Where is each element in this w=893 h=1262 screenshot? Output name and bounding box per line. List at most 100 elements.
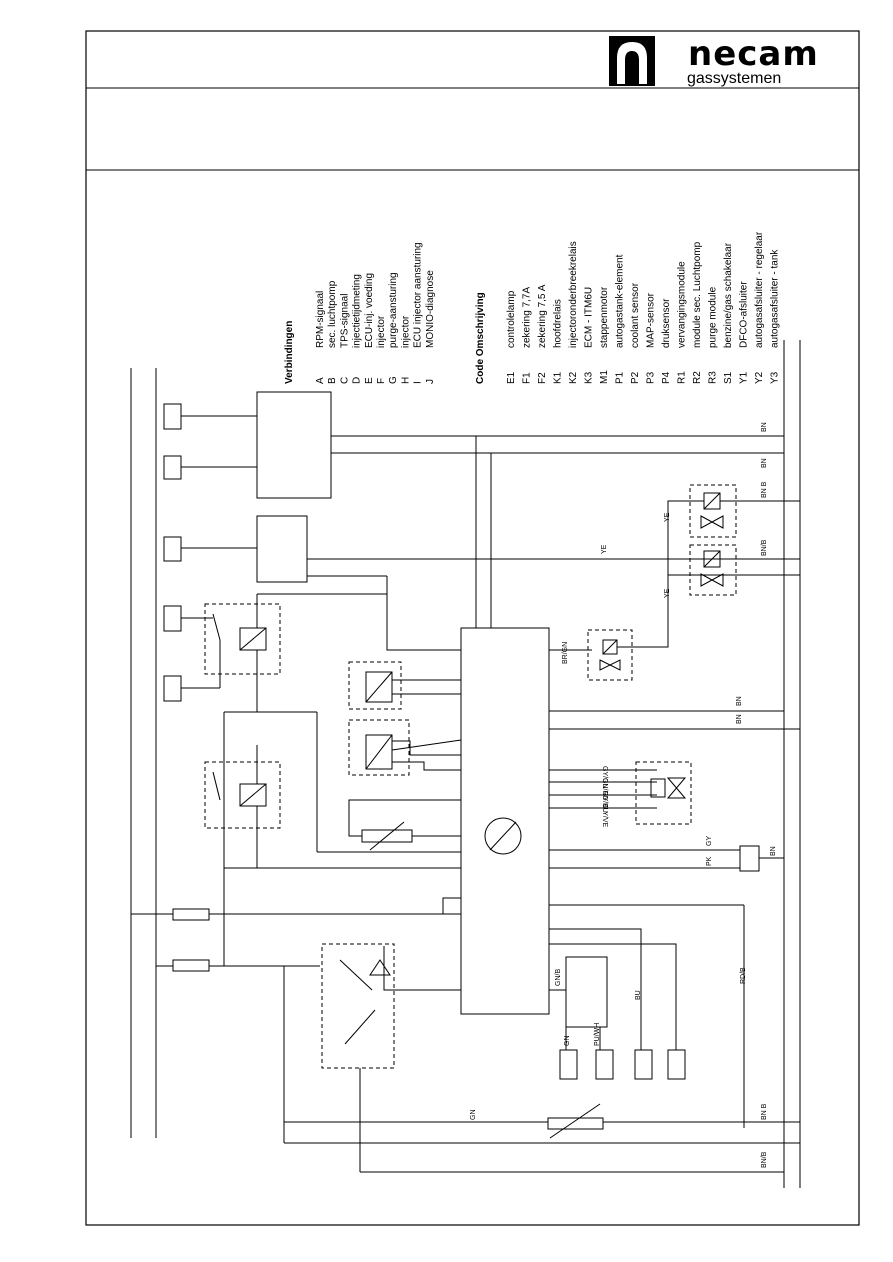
wire-label: BR/GN: [562, 642, 569, 664]
legend-code: R2: [692, 371, 703, 384]
legend-components: Code Omschrijving E1controlelampF1zekeri…: [475, 231, 781, 384]
wire-label: RD/B: [740, 967, 747, 984]
wire-label: BN/B: [761, 539, 768, 556]
legend-label: benzine/gas schakelaar: [723, 242, 734, 348]
legend-label: ECM - ITM6U: [584, 287, 595, 348]
legend-label: zekering 7,7A: [522, 287, 533, 348]
wire-label: BN B: [761, 1103, 768, 1120]
legend-label: MAP-sensor: [646, 292, 657, 348]
wire-label: BN/B: [761, 1151, 768, 1168]
legend-code: E: [364, 377, 375, 384]
wire-label: BN B: [761, 481, 768, 498]
legend-code: E1: [506, 371, 517, 384]
wire-label: YE: [601, 544, 608, 554]
legend-label: DFCO-afsluiter: [739, 281, 750, 348]
wire-label: BN: [761, 422, 768, 432]
wire-label: YE: [664, 588, 671, 598]
connector-e: [163, 675, 182, 702]
relay-k2-switch: [212, 613, 221, 641]
legend-label: autogasafsluiter - tank: [770, 249, 781, 348]
wire-label: GN/B: [555, 969, 562, 986]
legend-label: injectietijdmeting: [352, 274, 363, 348]
legend-label: vervangingsmodule: [677, 261, 688, 348]
legend-label: druksensor: [661, 298, 672, 348]
sensor-p3-body: [365, 671, 393, 703]
legend-label: zekering 7,5 A: [537, 284, 548, 348]
legend-code: K2: [568, 371, 579, 384]
legend-code: P1: [615, 371, 626, 384]
logo-arch: [617, 42, 647, 84]
legend-code: A: [315, 377, 326, 384]
legend-code: B: [327, 377, 338, 384]
legend-label: coolant sensor: [630, 282, 641, 348]
sensor-p4: [348, 719, 410, 776]
valve-y1: [587, 629, 633, 681]
legend-code: K1: [553, 371, 564, 384]
legend-label: TPS-signaal: [339, 294, 350, 348]
module-m1: [565, 956, 608, 1028]
legend-code: F: [376, 378, 387, 384]
legend-code: S1: [723, 371, 734, 384]
connector-a: [163, 403, 182, 430]
tank-element-p1: [547, 1117, 604, 1130]
legend-code: H: [400, 377, 411, 384]
switch-s1: [321, 943, 395, 1069]
legend-label: ECU-inj. voeding: [364, 273, 375, 348]
relay-k1-switch: [212, 771, 221, 801]
wire-label: GY: [706, 836, 713, 846]
connector-d: [163, 605, 182, 632]
legend-code: K3: [584, 371, 595, 384]
legend-code: Y3: [770, 371, 781, 384]
module-r2: [256, 391, 332, 499]
relay-k2: [204, 603, 281, 675]
legend-code: C: [339, 377, 350, 384]
wire-label: PK: [706, 856, 713, 866]
wire-label: GN: [470, 1110, 477, 1121]
relay-k1-coil: [239, 783, 267, 807]
legend-label: stappenmotor: [599, 286, 610, 348]
legend-code: P4: [661, 371, 672, 384]
wire-label: PU/WH: [594, 1023, 601, 1046]
wire-label: G Y/VE: [601, 804, 608, 828]
legend-code: J: [425, 379, 436, 384]
legend-label: injectoronderbreekrelais: [568, 241, 579, 348]
wire-label: GU/RD: [601, 778, 608, 801]
necam-logo: necam gassystemen: [609, 34, 819, 87]
legend-code: F2: [537, 372, 548, 384]
legend-label: injector: [400, 315, 411, 348]
wire-label: GY/BU: [601, 791, 608, 813]
fuse-f1: [172, 908, 210, 921]
legend-code: R3: [708, 371, 719, 384]
wire-label: BU: [635, 990, 642, 1000]
wire-label: GY/GN: [601, 766, 608, 789]
wire-label: BN: [761, 458, 768, 468]
connector-c: [163, 536, 182, 562]
sensor-p4-body: [365, 734, 393, 770]
legend-label: hoofdrelais: [553, 299, 564, 348]
page-border: [85, 30, 860, 1226]
connector-bottom-3: [634, 1049, 653, 1080]
legend-label: RPM-signaal: [315, 291, 326, 348]
valve-y2: [689, 484, 737, 538]
fuse-f2: [172, 959, 210, 972]
legend-code: M1: [599, 370, 610, 384]
legend-code: Y1: [739, 371, 750, 384]
wire-label: GN: [564, 1036, 571, 1047]
legend-label: autogasafsluiter - regelaar: [754, 231, 765, 348]
wire-label: BN: [736, 714, 743, 724]
valve-y3: [689, 544, 737, 596]
wire-label: BN: [770, 846, 777, 856]
brand-subtitle: gassystemen: [687, 70, 781, 87]
relay-k2-coil: [239, 627, 267, 651]
legend-code: P3: [646, 371, 657, 384]
purge-module-r3: [635, 761, 692, 825]
ecu-k3: [460, 627, 550, 1015]
brand-name: necam: [688, 34, 819, 74]
legend-code: F1: [522, 372, 533, 384]
module-r1: [256, 515, 308, 583]
legend-label: MONIO-diagnose: [425, 270, 436, 348]
legend-label: purge-aansturing: [388, 272, 399, 348]
connector-b: [163, 455, 182, 480]
legend-code: R1: [677, 371, 688, 384]
